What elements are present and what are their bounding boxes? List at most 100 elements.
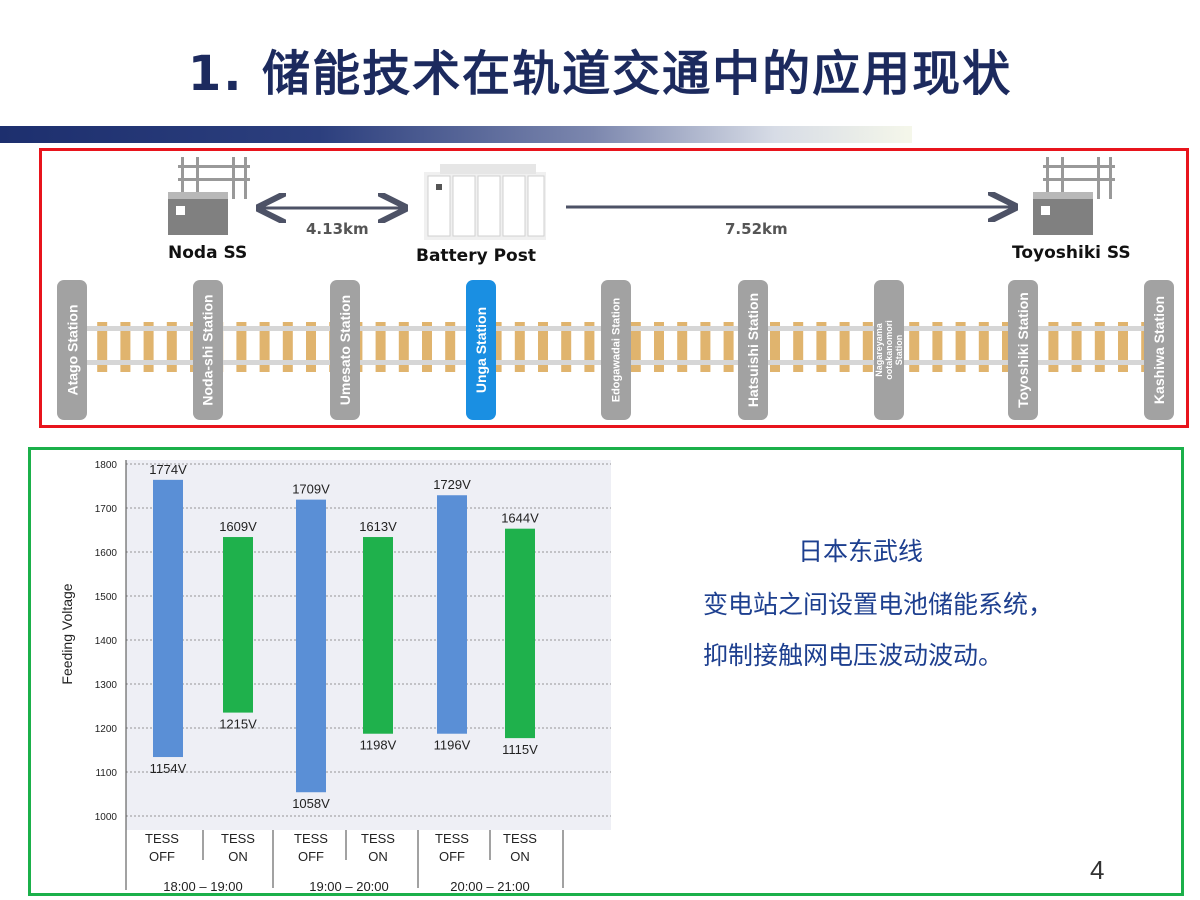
substation-right-label: Toyoshiki SS [1012, 243, 1131, 263]
bar-high-label: 1709V [292, 482, 330, 497]
station-nagareyama-ootakanomori: Nagareyama ootakanomori Station [874, 280, 904, 420]
bar-low-label: 1198V [360, 738, 397, 753]
category-label-line2: OFF [439, 849, 465, 864]
rail-tie [398, 322, 409, 372]
rail-tie [700, 322, 711, 372]
station-atago: Atago Station [57, 280, 87, 420]
bar-low-label: 1115V [502, 742, 538, 757]
rail-tie [909, 322, 920, 372]
station-edogawadai: Edogawadai Station [601, 280, 631, 420]
station-kashiwa: Kashiwa Station [1144, 280, 1174, 420]
rail-tie [97, 322, 108, 372]
rail-tie [630, 322, 641, 372]
category-label-line1: TESS [145, 831, 179, 846]
rail-tie [422, 322, 432, 372]
y-tick-label: 1400 [95, 636, 118, 647]
time-group-label: 19:00 – 20:00 [309, 879, 389, 894]
y-tick-label: 1300 [95, 680, 118, 691]
title-underline-bar [0, 126, 912, 143]
station-unga: Unga Station [466, 280, 496, 420]
time-group-label: 18:00 – 19:00 [163, 879, 243, 894]
route-diagram-frame [39, 148, 1189, 428]
rail-tie [375, 322, 386, 372]
y-axis-label: Feeding Voltage [59, 583, 75, 684]
bar-high-label: 1609V [219, 519, 257, 534]
rail-tie [561, 322, 572, 372]
battery-post-icon [424, 164, 546, 240]
voltage-bar [153, 479, 183, 758]
time-group-label: 20:00 – 21:00 [450, 879, 530, 894]
y-tick-label: 1600 [95, 548, 118, 559]
station-noda-shi: Noda-shi Station [193, 280, 223, 420]
battery-post-label: Battery Post [416, 246, 536, 266]
chart-panel-frame [28, 447, 1184, 896]
voltage-bar [296, 499, 326, 793]
voltage-bar [223, 537, 253, 713]
category-label-line1: TESS [435, 831, 469, 846]
substation-left-icon [168, 157, 250, 235]
bar-low-label: 1154V [150, 761, 187, 776]
rail-tie [236, 322, 247, 372]
bar-high-label: 1774V [149, 462, 187, 477]
rail-tie [1048, 322, 1059, 372]
station-hatsuishi: Hatsuishi Station [738, 280, 768, 420]
rail-tie [816, 322, 827, 372]
description-line-2: 变电站之间设置电池储能系统， [703, 590, 1054, 619]
bar-high-label: 1613V [359, 519, 397, 534]
bar-low-label: 1196V [434, 738, 471, 753]
rail-tie [1071, 322, 1082, 372]
rail-tie [654, 322, 664, 372]
page-number: 4 [1090, 855, 1105, 885]
voltage-bar [437, 495, 467, 734]
category-label-line2: ON [228, 849, 248, 864]
voltage-bar [363, 537, 393, 734]
rail-tie [306, 322, 316, 372]
bar-high-label: 1644V [501, 511, 539, 526]
category-label-line1: TESS [361, 831, 395, 846]
category-label-line2: ON [510, 849, 530, 864]
bar-high-label: 1729V [433, 477, 471, 492]
rail-tie [1002, 322, 1012, 372]
y-tick-label: 1000 [95, 812, 118, 823]
rail-tie [166, 322, 177, 372]
category-label-line2: ON [368, 849, 388, 864]
rail-tie [584, 322, 595, 372]
rail-tie [514, 322, 525, 372]
rail-tie [793, 322, 804, 372]
distance-left-label: 4.13km [306, 220, 369, 238]
rail-tie [1094, 322, 1105, 372]
y-tick-label: 1800 [95, 460, 118, 471]
substation-left-label: Noda SS [168, 243, 248, 263]
rail-tie [770, 322, 780, 372]
slide-title: 1. 储能技术在轨道交通中的应用现状 [187, 46, 1013, 102]
voltage-bar [505, 528, 535, 739]
rail-tie [955, 322, 966, 372]
rail-tie [839, 322, 850, 372]
rail-tie [259, 322, 270, 372]
category-label-line1: TESS [221, 831, 255, 846]
category-label-line2: OFF [298, 849, 324, 864]
y-tick-label: 1200 [95, 724, 118, 735]
y-tick-label: 1700 [95, 504, 118, 515]
rail-tie [445, 322, 456, 372]
distance-right-label: 7.52km [725, 220, 788, 238]
description-line-3: 抑制接触网电压波动波动。 [703, 641, 1004, 670]
rail-tie [491, 322, 502, 372]
category-label-line1: TESS [503, 831, 537, 846]
substation-right-icon [1033, 157, 1115, 235]
y-tick-label: 1500 [95, 592, 118, 603]
bar-low-label: 1215V [219, 717, 257, 732]
rail-tie [120, 322, 131, 372]
rail-tie [677, 322, 688, 372]
description-line-1: 日本东武线 [798, 537, 924, 566]
rail-tie [932, 322, 943, 372]
bar-low-label: 1058V [292, 796, 330, 811]
rail-tie [538, 322, 548, 372]
y-tick-label: 1100 [95, 768, 117, 779]
rail-tie [1118, 322, 1128, 372]
rail-tie [282, 322, 293, 372]
rail-tie [862, 322, 873, 372]
station-umesato: Umesato Station [330, 280, 360, 420]
category-label-line2: OFF [149, 849, 175, 864]
